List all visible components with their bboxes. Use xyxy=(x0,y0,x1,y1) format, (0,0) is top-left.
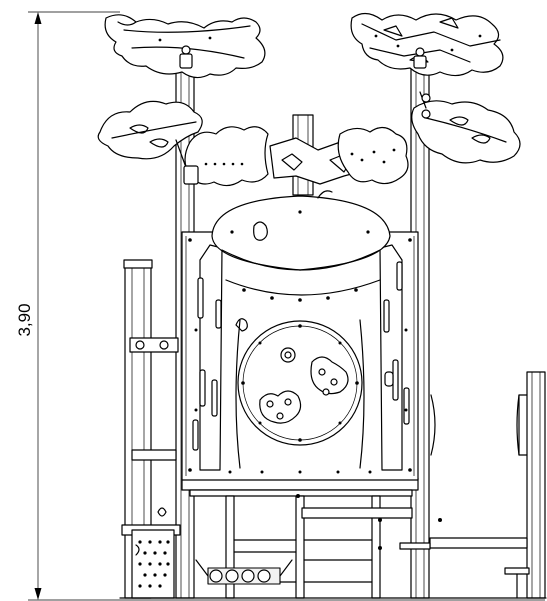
panel-holes xyxy=(138,540,170,588)
left-side-tower xyxy=(121,259,181,599)
arrow-bottom-icon xyxy=(34,588,42,600)
top-left-crown xyxy=(104,14,266,79)
roller-element xyxy=(195,559,293,585)
right-leaf-branch xyxy=(411,91,521,164)
height-dimension: 3,90 xyxy=(15,11,545,601)
round-window xyxy=(237,320,363,446)
middle-foliage xyxy=(184,126,409,187)
cabin-bolts xyxy=(188,238,412,474)
arrow-top-icon xyxy=(34,12,42,24)
roof-dome xyxy=(211,190,391,271)
lower-frame xyxy=(181,477,442,599)
left-leaf-branch xyxy=(97,100,203,185)
height-dimension-label: 3,90 xyxy=(15,303,34,336)
top-right-crown xyxy=(350,12,504,77)
